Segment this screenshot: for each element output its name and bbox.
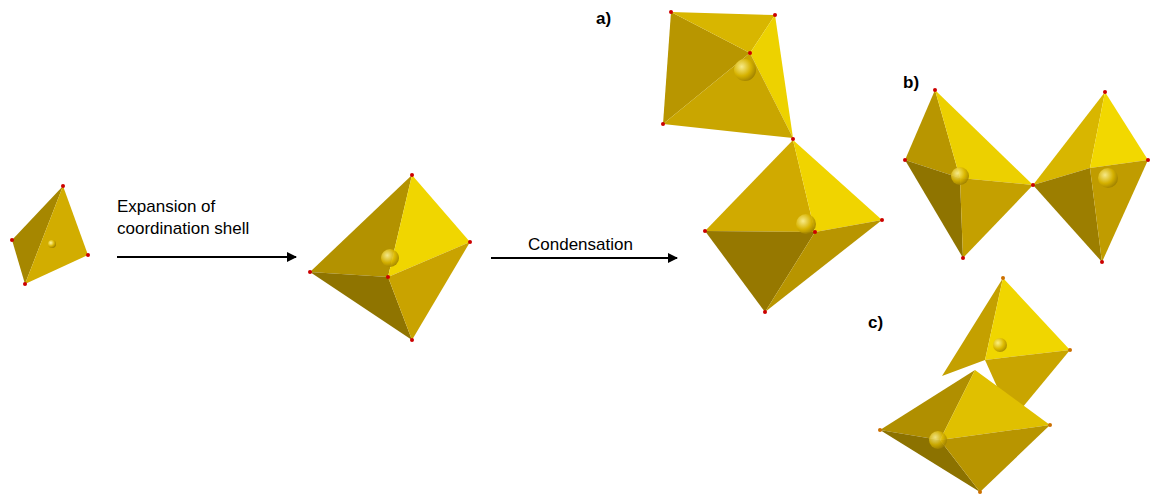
tetrahedron xyxy=(10,184,90,286)
step-label: Condensation xyxy=(528,234,633,256)
panel-label: b) xyxy=(903,72,919,94)
reaction-arrow xyxy=(491,257,677,259)
edge-sharing-octahedra xyxy=(903,88,1150,264)
face-sharing-octahedra xyxy=(878,276,1072,494)
step-label: Expansion of coordination shell xyxy=(117,196,277,240)
panel-label: a) xyxy=(596,8,611,30)
panel-label: c) xyxy=(868,312,883,334)
reaction-arrow xyxy=(117,256,296,258)
octahedron xyxy=(308,173,472,342)
corner-sharing-octahedra xyxy=(661,10,884,314)
